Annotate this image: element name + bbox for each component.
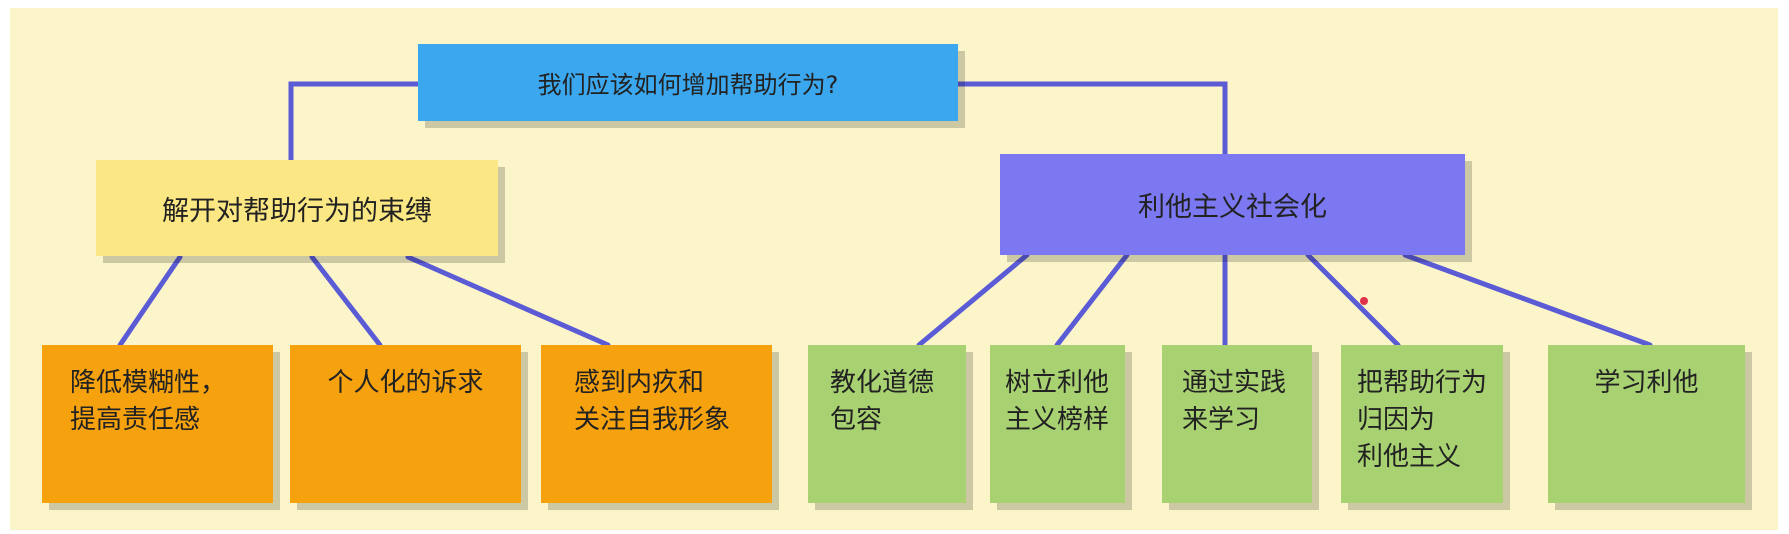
leaf-text-line: 主义榜样 — [1005, 405, 1110, 435]
connector-right-leaf-1 — [916, 252, 1030, 348]
leaf-text-line: 归因为 — [1357, 405, 1436, 435]
leaf-text-line: 关注自我形象 — [574, 405, 731, 435]
leaf-text-line: 包容 — [830, 405, 883, 435]
connector-right-leaf-4 — [1305, 252, 1401, 348]
red-dot-mark — [1360, 297, 1368, 305]
leaf-text-line: 降低模糊性， — [70, 368, 227, 398]
leaf-text-line: 来学习 — [1182, 405, 1261, 435]
connector-right-leaf-2 — [1054, 252, 1130, 348]
branch-remove-restraints-label: 解开对帮助行为的束缚 — [162, 195, 432, 227]
leaf-text-line: 个人化的诉求 — [327, 368, 484, 398]
leaf-attribute-to-altruism: 把帮助行为 归因为 利他主义 — [1341, 345, 1503, 503]
leaf-text-line: 感到内疚和 — [574, 368, 705, 398]
leaf-text-line: 利他主义 — [1357, 442, 1462, 472]
leaf-moral-inclusion: 教化道德 包容 — [808, 345, 966, 503]
connector-left-leaf-3 — [405, 254, 611, 348]
connector-root-right — [955, 81, 1228, 157]
connector-right-leaf-5 — [1402, 252, 1653, 348]
connector-left-leaf-1 — [117, 254, 183, 348]
leaf-text-line: 树立利他 — [1005, 368, 1110, 398]
root-question-label: 我们应该如何增加帮助行为? — [537, 71, 839, 99]
leaf-learn-altruism: 学习利他 — [1548, 345, 1745, 503]
leaf-text-line: 通过实践 — [1182, 368, 1287, 398]
branch-altruism-socialization-label: 利他主义社会化 — [1138, 192, 1327, 223]
leaf-altruistic-models: 树立利他 主义榜样 — [990, 345, 1125, 503]
root-question-box: 我们应该如何增加帮助行为? — [418, 44, 958, 121]
leaf-text-line: 学习利他 — [1594, 368, 1699, 398]
branch-remove-restraints: 解开对帮助行为的束缚 — [96, 160, 498, 256]
connector-root-left — [288, 81, 421, 163]
leaf-text-line: 教化道德 — [830, 368, 935, 398]
leaf-learning-by-doing: 通过实践 来学习 — [1162, 345, 1312, 503]
connector-left-leaf-2 — [309, 254, 383, 348]
leaf-guilt-self-image: 感到内疚和 关注自我形象 — [541, 345, 772, 503]
leaf-reduce-ambiguity: 降低模糊性， 提高责任感 — [42, 345, 273, 503]
leaf-text-line: 提高责任感 — [70, 405, 201, 435]
branch-altruism-socialization: 利他主义社会化 — [1000, 154, 1465, 255]
leaf-text-line: 把帮助行为 — [1357, 368, 1488, 398]
leaf-personalized-appeal: 个人化的诉求 — [290, 345, 521, 503]
